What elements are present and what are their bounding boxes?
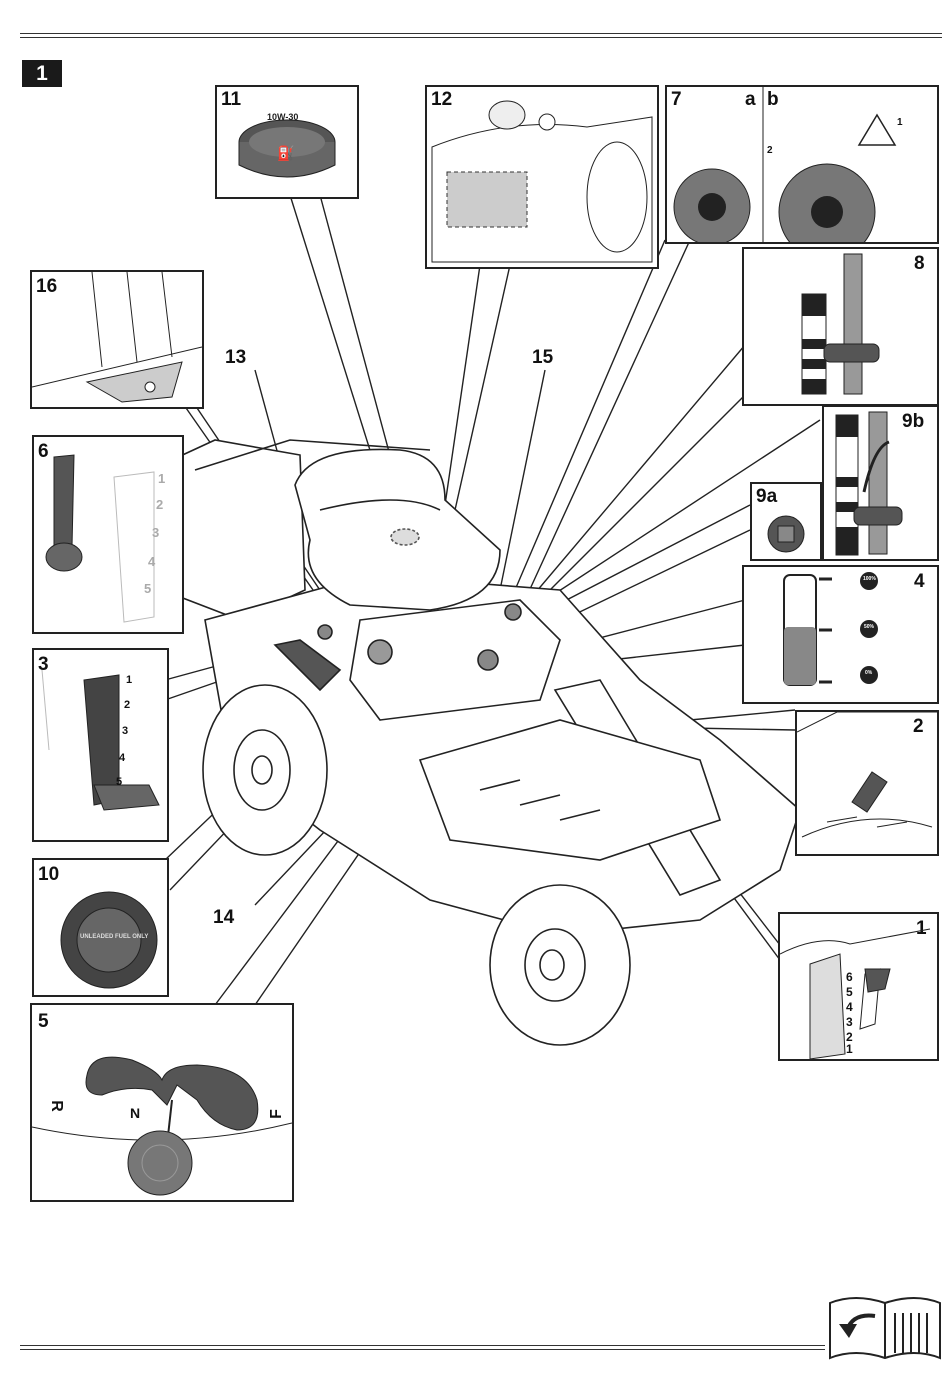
panel-9b: 9b: [822, 405, 939, 561]
blade-pos-4: 4: [119, 752, 125, 764]
parking-brake-drawing: [797, 712, 937, 854]
callout-13: 13: [225, 347, 246, 368]
leader-8: [525, 345, 745, 605]
ignition-drawing: [667, 87, 937, 242]
blade-pos-5: 5: [116, 776, 122, 788]
gear-3: 3: [846, 1015, 853, 1029]
battery-drawing: [427, 87, 657, 267]
callout-14: 14: [213, 907, 235, 928]
choke-lever-drawing: [824, 407, 937, 559]
gear-reverse: R: [47, 1100, 65, 1112]
panel-6: 6 1 2 3 4 5: [32, 435, 184, 634]
panel-7: 7 a b 1 2: [665, 85, 939, 244]
blade-pos-3: 3: [122, 725, 128, 737]
leader-2: [690, 710, 795, 720]
panel-5: 5 R N F: [30, 1003, 294, 1202]
leader-8b: [530, 395, 745, 610]
callout-1-ignition: 1: [897, 117, 903, 128]
callout-2-ignition: 2: [767, 145, 773, 156]
gear-1: 1: [846, 1042, 853, 1056]
fuel-gauge-drawing: [744, 567, 937, 702]
bag-hinge-drawing: [32, 272, 202, 407]
panel-3: 3 1 2 3 4 5: [32, 648, 169, 842]
gear-5: 5: [846, 985, 853, 999]
open-book-icon: [825, 1288, 945, 1368]
leader-12: [445, 265, 480, 505]
fuel-cap-text: UNLEADED FUEL ONLY: [80, 934, 148, 940]
fuel-level-empty: 0%: [865, 670, 872, 676]
panel-2: 2: [795, 710, 939, 856]
gear-4: 4: [846, 1000, 853, 1014]
height-pos-3: 3: [152, 525, 159, 540]
leader-7b: [525, 240, 690, 600]
fuel-level-half: 50%: [864, 624, 874, 630]
panel-4: 4 100% 50% 0%: [742, 565, 939, 704]
blade-pos-2: 2: [124, 699, 130, 711]
panel-10: 10 UNLEADED FUEL ONLY: [32, 858, 169, 997]
height-pos-1: 1: [158, 471, 165, 486]
fuel-cap-knob: [368, 640, 392, 664]
oil-can-icon: ⛽: [277, 145, 294, 162]
panel-12: 12: [425, 85, 659, 269]
panel-1: 1 6 5 4 3 2 1: [778, 912, 939, 1061]
panel-9a: 9a: [750, 482, 822, 561]
leader-12b: [455, 265, 510, 510]
blade-lever-drawing: [34, 650, 167, 840]
drive-lever-drawing: [32, 1005, 292, 1200]
oil-cap-text: 10W-30: [267, 112, 298, 122]
gear-forward: F: [268, 1109, 286, 1119]
gear-neutral: N: [130, 1105, 140, 1121]
leader-15: [500, 370, 545, 590]
seat-marker: [391, 529, 419, 545]
panel-11: 11 10W-30 ⛽: [215, 85, 359, 199]
panel-8: 8: [742, 247, 939, 406]
choke-button-drawing: [752, 484, 820, 559]
gear-lever-drawing: [780, 914, 937, 1059]
fuel-cap-drawing: [34, 860, 167, 995]
throttle-lever-drawing: [744, 249, 937, 404]
throttle-knob: [478, 650, 498, 670]
key-knob: [505, 604, 521, 620]
height-pos-5: 5: [144, 581, 151, 596]
blade-pos-1: 1: [126, 674, 132, 686]
height-pos-4: 4: [148, 554, 155, 569]
fuel-level-full: 100%: [863, 576, 876, 582]
panel-16: 16: [30, 270, 204, 409]
gear-6: 6: [846, 970, 853, 984]
oil-cap-drawing: [217, 87, 357, 197]
leader-7: [515, 240, 665, 590]
callout-15: 15: [532, 347, 554, 368]
height-pos-2: 2: [156, 497, 163, 512]
cutting-height-lever-drawing: [34, 437, 182, 632]
